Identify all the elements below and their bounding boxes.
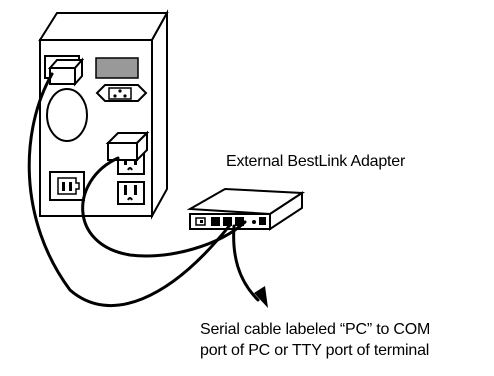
ups-top-face <box>38 12 169 41</box>
serial-cable <box>232 224 260 302</box>
serial-cable-label-line1: Serial cable labeled “PC” to COM <box>200 321 431 338</box>
input-power-plug <box>47 57 85 87</box>
ups-side-face <box>151 9 168 220</box>
ups-iec-outlet <box>49 171 85 201</box>
serial-cable-label: Serial cable labeled “PC” to COM port of… <box>200 319 430 361</box>
input-power-cable <box>27 72 232 307</box>
cables <box>27 72 260 307</box>
bestlink-adapter <box>186 187 306 231</box>
ups-round-pin-outlet <box>95 84 148 102</box>
adapter-ports <box>195 217 266 226</box>
adapter-label: External BestLink Adapter <box>226 153 406 170</box>
serial-cable-label-line2: port of PC or TTY port of terminal <box>200 342 430 359</box>
adapter-power-plug <box>105 130 150 163</box>
serial-cable-arrowhead <box>254 286 268 308</box>
ups-fan-vent <box>46 88 88 142</box>
adapter-power-cable <box>81 156 247 258</box>
ups-outlet-lower <box>117 181 145 205</box>
ups-display-panel <box>95 57 139 79</box>
